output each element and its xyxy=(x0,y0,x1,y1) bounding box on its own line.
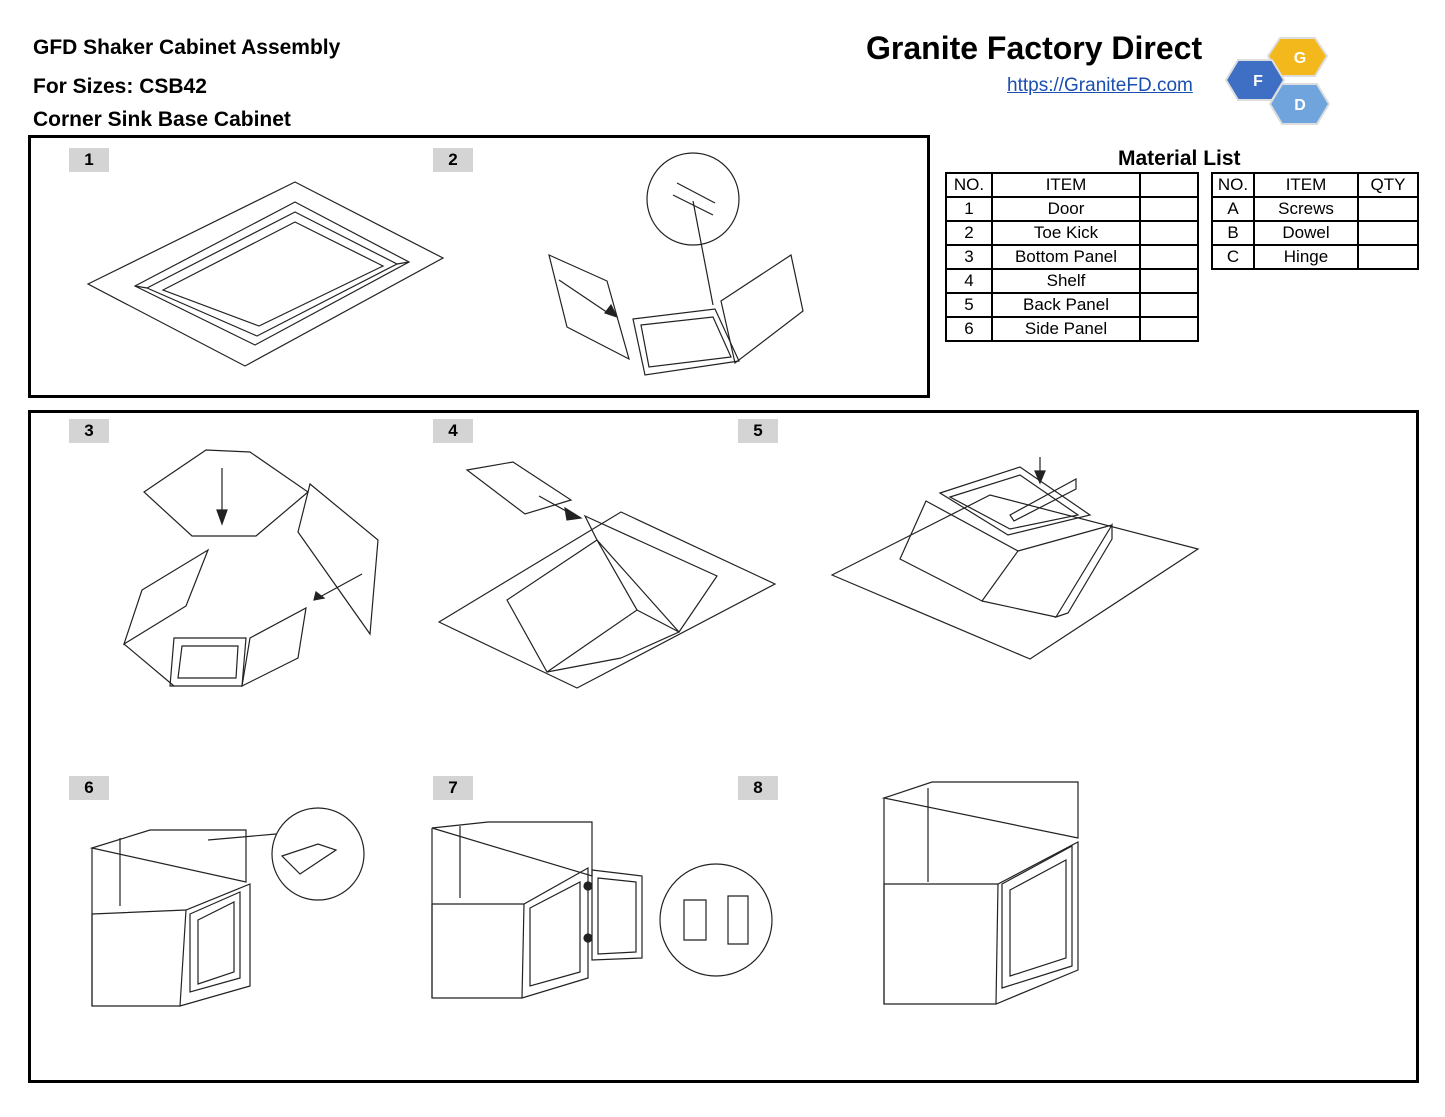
step-4-illustration xyxy=(437,460,777,690)
logo-letter-d: D xyxy=(1294,97,1306,114)
step-5-label: 5 xyxy=(738,419,778,443)
step-2-illustration xyxy=(545,155,807,380)
col-header-qty xyxy=(1139,172,1199,198)
step-7-label: 7 xyxy=(433,776,473,800)
logo-letter-f: F xyxy=(1253,73,1263,90)
step-8-label: 8 xyxy=(738,776,778,800)
gfd-logo: G F D xyxy=(1224,37,1331,125)
step-3-label: 3 xyxy=(69,419,109,443)
step-2-label: 2 xyxy=(433,148,473,172)
col-header-item: ITEM xyxy=(1253,172,1359,198)
logo-hex-g xyxy=(1266,37,1329,77)
company-name: Granite Factory Direct xyxy=(866,30,1203,66)
logo-letter-g: G xyxy=(1294,50,1306,67)
document-subtitle: Corner Sink Base Cabinet xyxy=(33,108,291,131)
steps-1-2-frame xyxy=(28,135,930,398)
col-header-no: NO. xyxy=(1211,172,1255,198)
step-6-illustration xyxy=(90,810,368,1010)
document-title: GFD Shaker Cabinet Assembly xyxy=(33,36,341,59)
table-header-row: NO. ITEM QTY xyxy=(1211,172,1419,198)
step-1-illustration xyxy=(85,180,447,370)
col-header-qty: QTY xyxy=(1357,172,1419,198)
website-link[interactable]: https://GraniteFD.com xyxy=(1007,75,1193,96)
step-4-label: 4 xyxy=(433,419,473,443)
col-header-no: NO. xyxy=(945,172,993,198)
step-3-illustration xyxy=(120,448,380,693)
step-5-illustration xyxy=(830,455,1202,660)
col-header-item: ITEM xyxy=(991,172,1141,198)
material-list-title: Material List xyxy=(1118,147,1241,170)
step-6-label: 6 xyxy=(69,776,109,800)
step-1-label: 1 xyxy=(69,148,109,172)
step-8-illustration xyxy=(882,780,1084,1006)
logo-hex-d xyxy=(1268,83,1331,125)
steps-3-8-frame xyxy=(28,410,1419,1083)
sizes-label: For Sizes: CSB42 xyxy=(33,75,207,98)
step-7-illustration xyxy=(430,820,775,1002)
table-header-row: NO. ITEM xyxy=(945,172,1199,198)
